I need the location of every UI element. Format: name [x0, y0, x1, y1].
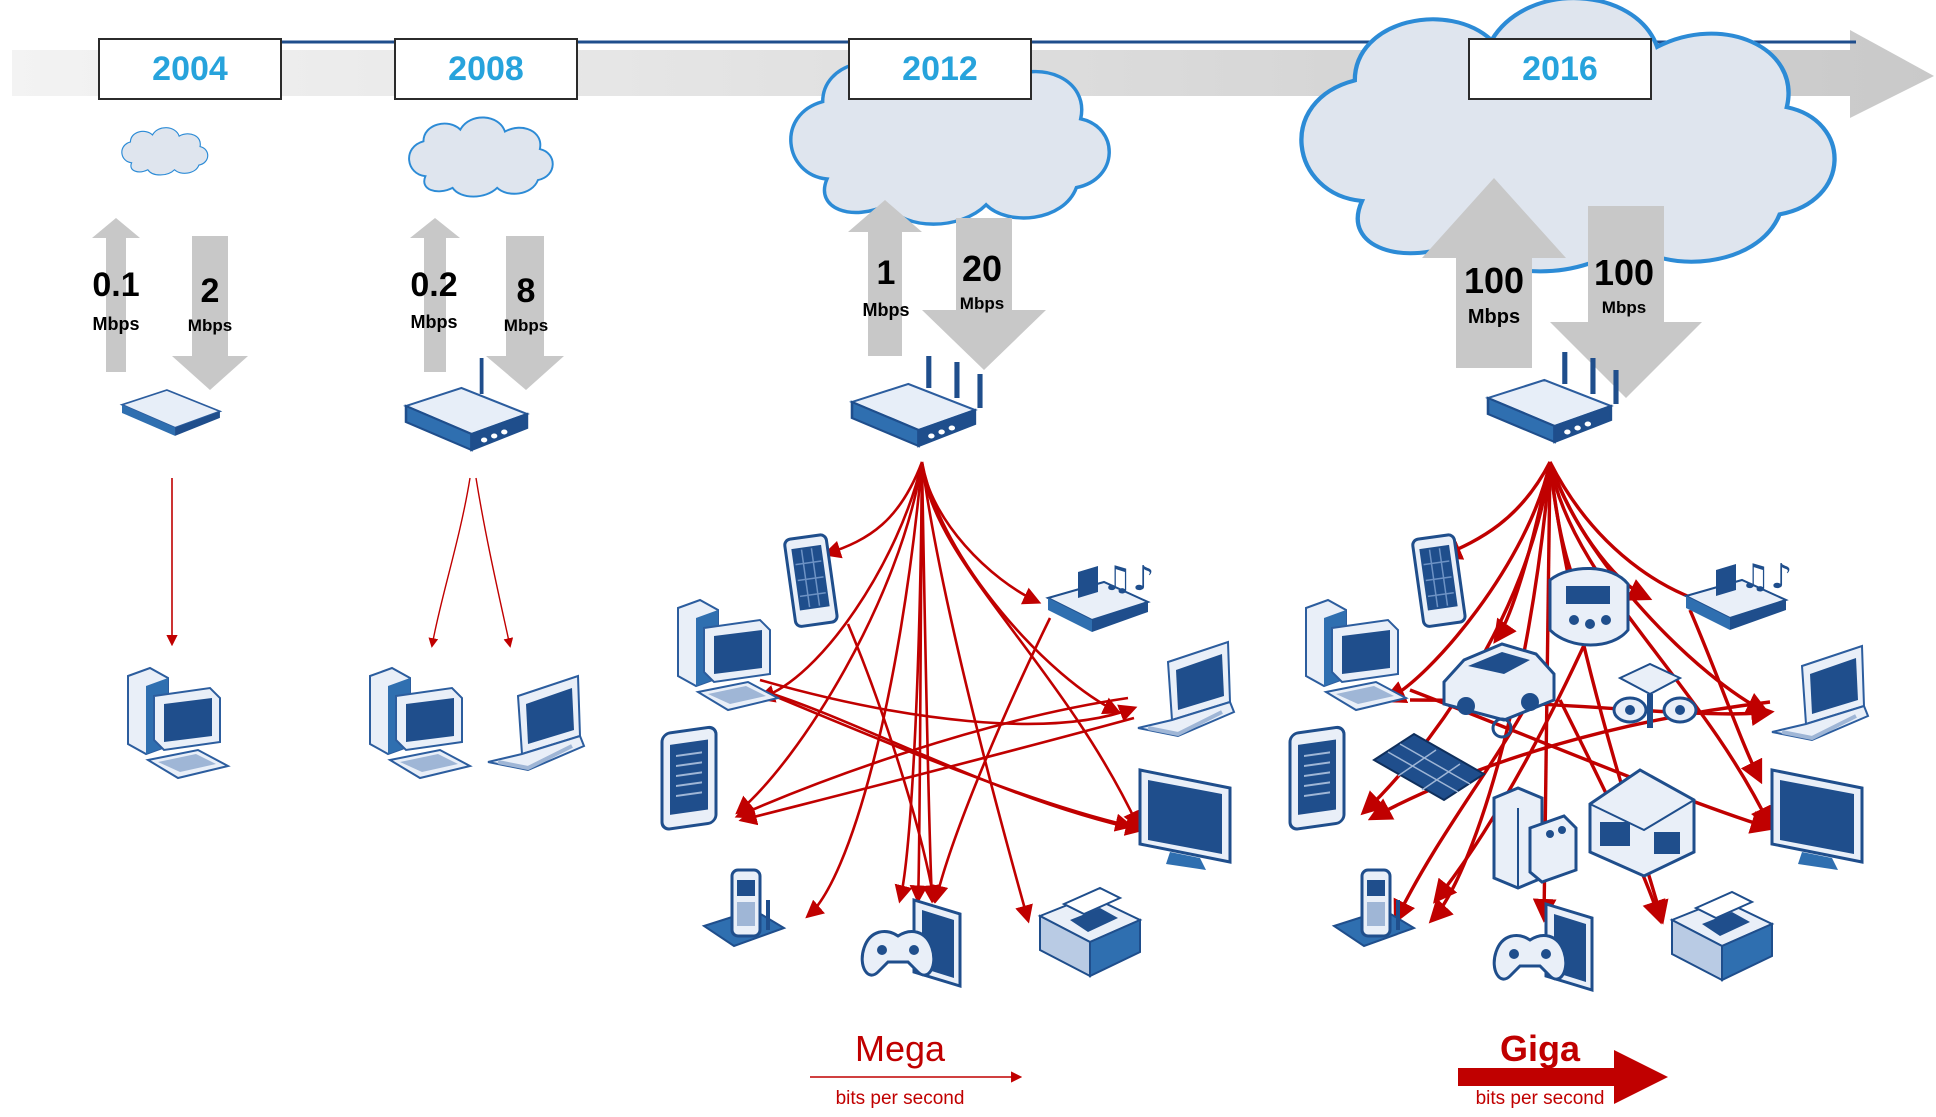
desktop-2016-icon [1305, 599, 1407, 711]
modem-2004-icon [119, 389, 223, 436]
upload-unit-2008: Mbps [410, 312, 458, 332]
year-box-2016: 2016 [1468, 38, 1652, 100]
laptop-2016-icon [1770, 644, 1870, 742]
year-box-2012: 2012 [848, 38, 1032, 100]
solar-panel-icon [1372, 717, 1513, 802]
download-value-2008: 8 [516, 272, 536, 310]
download-arrow-2004 [172, 236, 248, 390]
tv-2016-icon [1770, 768, 1864, 872]
printer-2016-icon [1671, 891, 1773, 981]
download-arrow-2016 [1550, 206, 1702, 398]
laptop-2012-icon [1136, 640, 1236, 738]
download-value-2012: 20 [961, 248, 1003, 289]
upload-value-2004: 0.1 [92, 266, 140, 304]
download-arrow-2008 [486, 236, 564, 390]
giga-sublabel: bits per second [1475, 1088, 1605, 1109]
download-value-2004: 2 [200, 272, 220, 310]
download-unit-2016: Mbps [1601, 298, 1647, 317]
upload-unit-2012: Mbps [862, 300, 910, 320]
mega-sublabel: bits per second [835, 1088, 965, 1109]
cloud-2008 [408, 116, 554, 198]
tablet-2016-icon [1288, 724, 1346, 832]
router-2008-icon [404, 358, 529, 452]
smartphone-2012-icon [782, 532, 840, 629]
music-player-2016-icon [1685, 556, 1794, 631]
music-player-2012-icon [1047, 558, 1156, 633]
giga-label: Giga [1499, 1028, 1580, 1069]
upload-arrow-2012 [848, 200, 922, 356]
tv-2012-icon [1138, 768, 1232, 872]
upload-value-2008: 0.2 [410, 266, 458, 304]
router-2012-icon [850, 356, 980, 448]
tablet-2012-icon [660, 724, 718, 832]
upload-arrow-2016 [1422, 178, 1566, 368]
year-box-2008: 2008 [394, 38, 578, 100]
cordless-phone-2012-icon [702, 868, 786, 948]
refrigerator-icon [1492, 786, 1578, 890]
desktop-2012-icon [677, 599, 779, 711]
security-camera-icon [1612, 662, 1698, 728]
upload-value-2012: 1 [876, 254, 896, 292]
year-box-2004: 2004 [98, 38, 282, 100]
desktop-2004-icon [127, 667, 229, 779]
upload-arrow-2004 [92, 218, 140, 372]
upload-unit-2004: Mbps [92, 314, 140, 334]
car-icon [1442, 642, 1556, 722]
download-unit-2012: Mbps [959, 294, 1005, 313]
cloud-2004 [121, 127, 209, 176]
giga-arrow [1458, 1050, 1668, 1104]
game-console-2012-icon [860, 898, 962, 988]
smart-home-icon [1588, 768, 1696, 878]
printer-2012-icon [1039, 887, 1141, 977]
desktop-2008-icon [369, 667, 471, 779]
download-unit-2008: Mbps [503, 316, 549, 335]
download-arrow-2012 [922, 218, 1046, 370]
smart-meter-icon [1548, 567, 1630, 647]
mega-label: Mega [854, 1028, 946, 1069]
upload-arrow-2008 [410, 218, 460, 372]
connection-arrows [166, 461, 1775, 925]
download-unit-2004: Mbps [187, 316, 233, 335]
upload-value-2016: 100 [1463, 260, 1525, 301]
upload-unit-2016: Mbps [1467, 306, 1521, 328]
laptop-2008-icon [486, 674, 586, 772]
bandwidth-arrows [92, 178, 1702, 398]
download-value-2016: 100 [1593, 252, 1655, 293]
